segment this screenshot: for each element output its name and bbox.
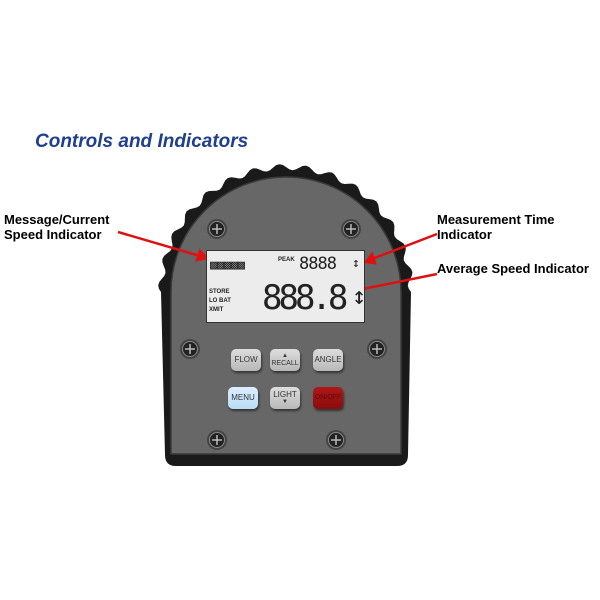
page-title: Controls and Indicators: [35, 131, 249, 152]
lo-bat-indicator: LO BAT: [209, 298, 231, 304]
up-arrow-icon: ▲: [282, 352, 288, 359]
arrow-head: [363, 251, 377, 265]
screw-icon: [180, 339, 200, 359]
angle-button[interactable]: ANGLE: [313, 349, 343, 371]
arrow-time: [371, 232, 438, 261]
label-line: Indicator: [437, 227, 492, 242]
store-indicator: STORE: [209, 289, 230, 295]
time-digits: 8888: [299, 254, 337, 274]
menu-button[interactable]: MENU: [228, 387, 258, 409]
message-indicator-label: Message/Current Speed Indicator: [4, 212, 109, 242]
speed-digits: 888.8: [262, 278, 348, 318]
label-line: Speed Indicator: [4, 227, 102, 242]
peak-indicator: PEAK: [278, 257, 295, 263]
average-speed-label: Average Speed Indicator: [437, 261, 589, 276]
measurement-time-label: Measurement Time Indicator: [437, 212, 555, 242]
down-arrow-icon: ▼: [282, 399, 288, 405]
speed-arrow-icon: ↕: [352, 282, 365, 310]
flow-button[interactable]: FLOW: [231, 349, 261, 371]
arrow-head: [195, 248, 210, 262]
recall-label: RECALL: [271, 359, 299, 367]
label-line: Message/Current: [4, 212, 110, 227]
on-off-button[interactable]: ON/OFF: [313, 387, 343, 409]
label-line: Measurement Time: [437, 212, 555, 227]
message-segments: ▩▩▩▩▩: [210, 258, 245, 273]
light-label: LIGHT: [273, 390, 297, 399]
recall-button[interactable]: ▲ RECALL: [270, 349, 300, 371]
screw-icon: [207, 219, 227, 239]
screw-icon: [207, 430, 227, 450]
arrow-message: [117, 230, 201, 258]
light-button[interactable]: LIGHT ▼: [270, 387, 300, 409]
screw-icon: [341, 219, 361, 239]
lcd-display: ▩▩▩▩▩ PEAK 8888 ↕ STORE LO BAT XMIT 888.…: [206, 250, 365, 323]
time-arrow-icon: ↕: [352, 256, 360, 271]
screw-icon: [367, 339, 387, 359]
arrow-average: [357, 272, 438, 292]
xmit-indicator: XMIT: [209, 307, 224, 313]
screw-icon: [326, 430, 346, 450]
